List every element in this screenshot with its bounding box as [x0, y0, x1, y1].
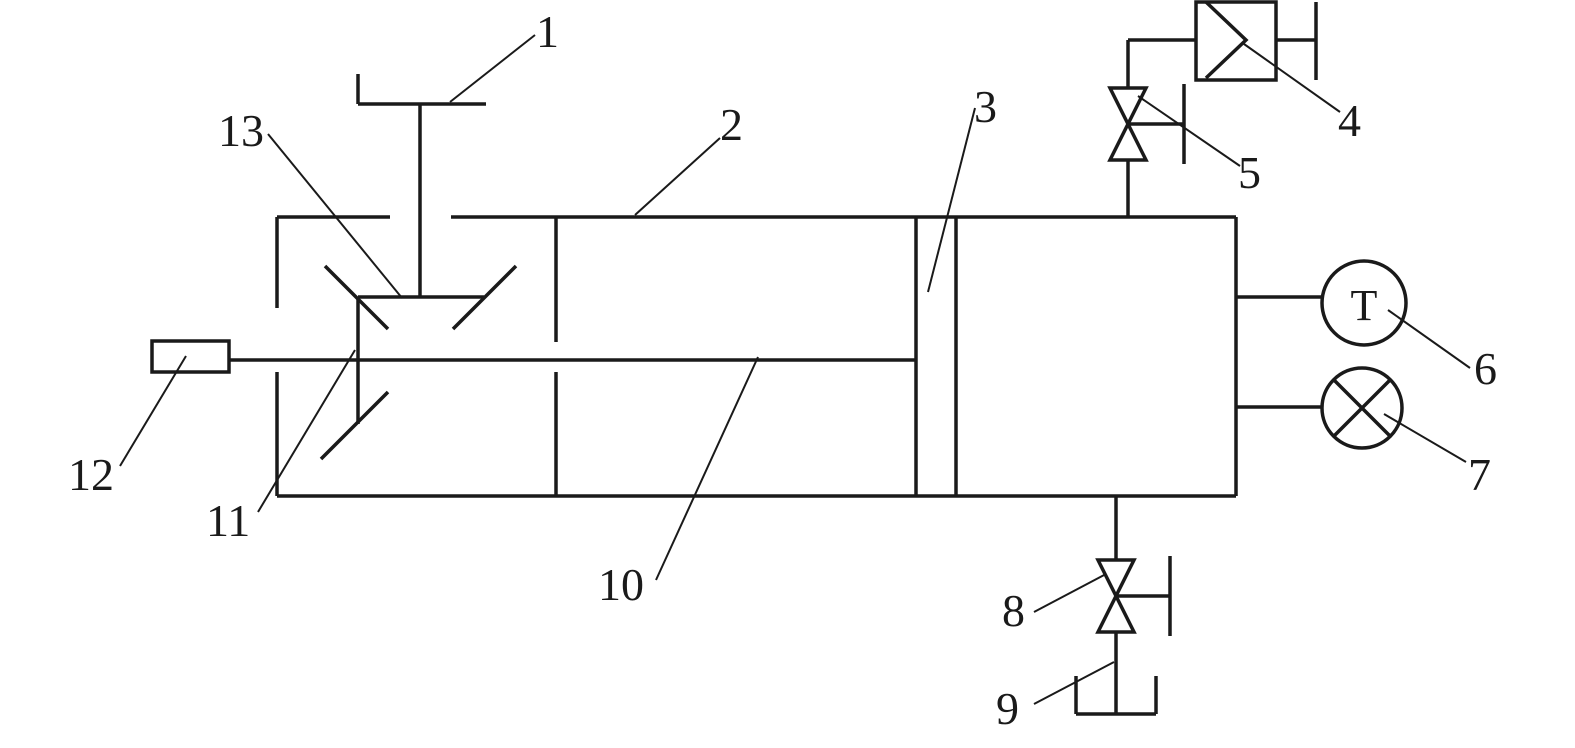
label-5: 5 — [1238, 147, 1261, 198]
funnel-cone — [319, 264, 518, 461]
check-valve-4[interactable] — [1194, 0, 1318, 82]
bottom-valve-assembly — [1074, 496, 1172, 716]
top-handle — [356, 74, 486, 297]
label-1: 1 — [536, 6, 559, 57]
label-3: 3 — [974, 81, 997, 132]
piston-plate — [914, 217, 958, 496]
vessel-body — [275, 215, 1238, 498]
label-6: 6 — [1474, 343, 1497, 394]
label-8: 8 — [1002, 585, 1025, 636]
sensor-box — [150, 339, 231, 374]
label-2: 2 — [720, 99, 743, 150]
label-11: 11 — [206, 495, 250, 546]
label-7: 7 — [1468, 449, 1491, 500]
label-13: 13 — [218, 105, 264, 156]
callout-labels: 1 2 3 4 5 6 7 8 9 10 11 12 13 — [68, 6, 1497, 734]
valve-5-icon[interactable] — [1107, 86, 1149, 162]
indicator-lamp — [1236, 366, 1404, 450]
label-9: 9 — [996, 683, 1019, 734]
leader-lines — [119, 34, 1471, 705]
top-valve-assembly — [1107, 38, 1196, 217]
label-12: 12 — [68, 449, 114, 500]
label-4: 4 — [1338, 95, 1361, 146]
label-10: 10 — [598, 559, 644, 610]
thermometer-symbol: T — [1351, 281, 1378, 330]
thermometer-gauge: T — [1236, 259, 1408, 347]
valve-8-icon[interactable] — [1095, 558, 1137, 634]
